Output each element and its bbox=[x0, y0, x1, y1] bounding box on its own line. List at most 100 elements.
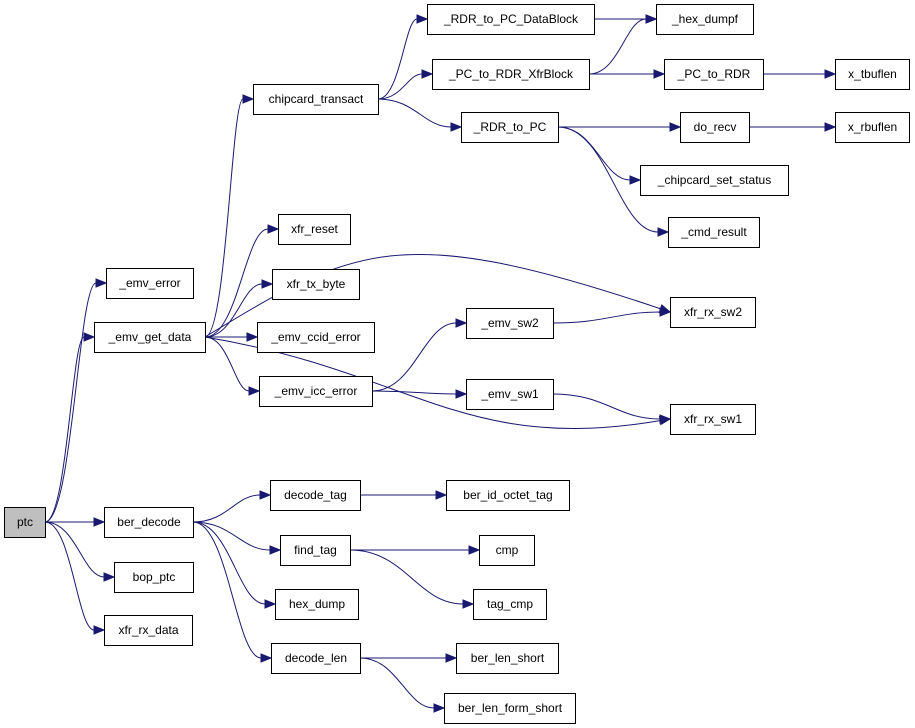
node-bop-ptc[interactable]: bop_ptc bbox=[114, 562, 194, 593]
node-ptc[interactable]: ptc bbox=[4, 507, 46, 538]
node-box bbox=[670, 404, 756, 435]
node-chipcard-set-status[interactable]: _chipcard_set_status bbox=[640, 165, 789, 196]
node-rdr-to-pc-datablock[interactable]: _RDR_to_PC_DataBlock bbox=[427, 4, 595, 35]
node-ber-len-form-short[interactable]: ber_len_form_short bbox=[444, 693, 576, 724]
node-box bbox=[104, 507, 194, 538]
node-cmd-result[interactable]: _cmd_result bbox=[668, 217, 760, 248]
edge-do-recv-to-x-rbuflen bbox=[749, 122, 837, 132]
node-xfr-reset[interactable]: xfr_reset bbox=[278, 214, 351, 245]
node-label: xfr_tx_byte bbox=[287, 277, 346, 291]
edge-emv-get-data-to-emv-ccid-error bbox=[204, 332, 259, 342]
node-box bbox=[670, 297, 756, 328]
node-label: xfr_reset bbox=[291, 222, 338, 236]
node-cmp[interactable]: cmp bbox=[479, 535, 535, 566]
node-label: _emv_sw2 bbox=[480, 316, 539, 330]
node-box bbox=[270, 480, 361, 511]
node-box bbox=[668, 217, 760, 248]
node-box bbox=[114, 562, 194, 593]
node-box bbox=[94, 322, 206, 353]
node-label: _PC_to_RDR_XfrBlock bbox=[448, 67, 574, 81]
node-box bbox=[253, 84, 379, 115]
node-box bbox=[461, 112, 559, 143]
node-xfr-rx-sw2[interactable]: xfr_rx_sw2 bbox=[670, 297, 756, 328]
edge-ber-decode-to-decode-len bbox=[192, 521, 273, 663]
edge-find-tag-to-cmp bbox=[349, 545, 481, 555]
node-box bbox=[446, 480, 570, 511]
node-pc-to-rdr[interactable]: _PC_to_RDR bbox=[664, 59, 764, 90]
node-ber-len-short[interactable]: ber_len_short bbox=[456, 643, 559, 674]
node-ber-id-octet-tag[interactable]: ber_id_octet_tag bbox=[446, 480, 570, 511]
node-emv-get-data[interactable]: _emv_get_data bbox=[94, 322, 206, 353]
edge-rdr-to-pc-to-chipcard-set-status bbox=[557, 126, 642, 185]
node-xfr-rx-sw1[interactable]: xfr_rx_sw1 bbox=[670, 404, 756, 435]
node-box bbox=[473, 589, 547, 620]
node-box bbox=[106, 268, 194, 299]
node-ber-decode[interactable]: ber_decode bbox=[104, 507, 194, 538]
node-box bbox=[280, 535, 351, 566]
node-decode-len[interactable]: decode_len bbox=[271, 643, 361, 674]
edge-chipcard-transact-to-rdr-to-pc-datablock bbox=[377, 14, 429, 100]
node-label: _cmd_result bbox=[680, 225, 747, 239]
edge-decode-len-to-ber-len-form-short bbox=[359, 657, 446, 713]
node-emv-sw1[interactable]: _emv_sw1 bbox=[466, 379, 554, 410]
node-xfr-rx-data[interactable]: xfr_rx_data bbox=[104, 615, 193, 646]
node-box bbox=[456, 643, 559, 674]
node-label: chipcard_transact bbox=[269, 92, 364, 106]
node-emv-sw2[interactable]: _emv_sw2 bbox=[466, 308, 554, 339]
edge-pc-to-rdr-xfrblock-to-hex-dumpf bbox=[588, 14, 658, 75]
node-box bbox=[466, 379, 554, 410]
edge-rdr-to-pc-to-do-recv bbox=[558, 122, 682, 132]
node-label: _PC_to_RDR bbox=[677, 67, 751, 81]
node-pc-to-rdr-xfrblock[interactable]: _PC_to_RDR_XfrBlock bbox=[432, 59, 590, 90]
node-box bbox=[444, 693, 576, 724]
node-do-recv[interactable]: do_recv bbox=[680, 112, 750, 143]
node-label: _emv_ccid_error bbox=[270, 330, 360, 344]
node-box bbox=[640, 165, 789, 196]
edge-chipcard-transact-to-rdr-to-pc bbox=[377, 98, 463, 132]
node-label: _hex_dumpf bbox=[671, 12, 739, 26]
edge-ber-decode-to-decode-tag bbox=[192, 490, 272, 523]
edge-emv-icc-error-to-emv-sw1 bbox=[371, 389, 468, 399]
node-box bbox=[278, 214, 351, 245]
node-box bbox=[427, 4, 595, 35]
edge-emv-get-data-to-xfr-reset bbox=[204, 224, 280, 338]
node-box bbox=[4, 507, 46, 538]
node-label: ber_id_octet_tag bbox=[463, 488, 552, 502]
node-emv-error[interactable]: _emv_error bbox=[106, 268, 194, 299]
edge-ptc-to-bop-ptc bbox=[44, 521, 116, 582]
node-emv-icc-error[interactable]: _emv_icc_error bbox=[259, 376, 373, 407]
node-x-tbuflen[interactable]: x_tbuflen bbox=[835, 59, 910, 90]
node-label: cmp bbox=[496, 543, 519, 557]
node-rdr-to-pc[interactable]: _RDR_to_PC bbox=[461, 112, 559, 143]
node-label: xfr_rx_data bbox=[118, 623, 178, 637]
node-emv-ccid-error[interactable]: _emv_ccid_error bbox=[257, 322, 375, 353]
edge-pc-to-rdr-xfrblock-to-pc-to-rdr bbox=[589, 69, 666, 79]
node-label: decode_len bbox=[285, 651, 347, 665]
node-box bbox=[259, 376, 373, 407]
node-tag-cmp[interactable]: tag_cmp bbox=[473, 589, 547, 620]
node-label: do_recv bbox=[694, 120, 737, 134]
node-box bbox=[680, 112, 750, 143]
edge-ptc-to-xfr-rx-data bbox=[44, 521, 106, 635]
node-x-rbuflen[interactable]: x_rbuflen bbox=[835, 112, 910, 143]
node-box bbox=[656, 4, 754, 35]
node-label: find_tag bbox=[294, 543, 337, 557]
node-label: hex_dump bbox=[289, 597, 345, 611]
edge-emv-sw2-to-xfr-rx-sw2 bbox=[552, 307, 672, 324]
node-label: decode_tag bbox=[284, 488, 347, 502]
edge-ber-decode-to-hex-dump bbox=[192, 521, 277, 609]
node-xfr-tx-byte[interactable]: xfr_tx_byte bbox=[272, 269, 360, 300]
edge-emv-sw1-to-xfr-rx-sw1 bbox=[552, 393, 672, 424]
node-find-tag[interactable]: find_tag bbox=[280, 535, 351, 566]
node-box bbox=[432, 59, 590, 90]
node-decode-tag[interactable]: decode_tag bbox=[270, 480, 361, 511]
node-box bbox=[272, 269, 360, 300]
node-box bbox=[835, 59, 910, 90]
edge-emv-get-data-to-chipcard-transact bbox=[204, 94, 255, 338]
node-chipcard-transact[interactable]: chipcard_transact bbox=[253, 84, 379, 115]
node-hex-dumpf[interactable]: _hex_dumpf bbox=[656, 4, 754, 35]
node-hex-dump[interactable]: hex_dump bbox=[275, 589, 359, 620]
node-box bbox=[466, 308, 554, 339]
node-label: _chipcard_set_status bbox=[657, 173, 771, 187]
